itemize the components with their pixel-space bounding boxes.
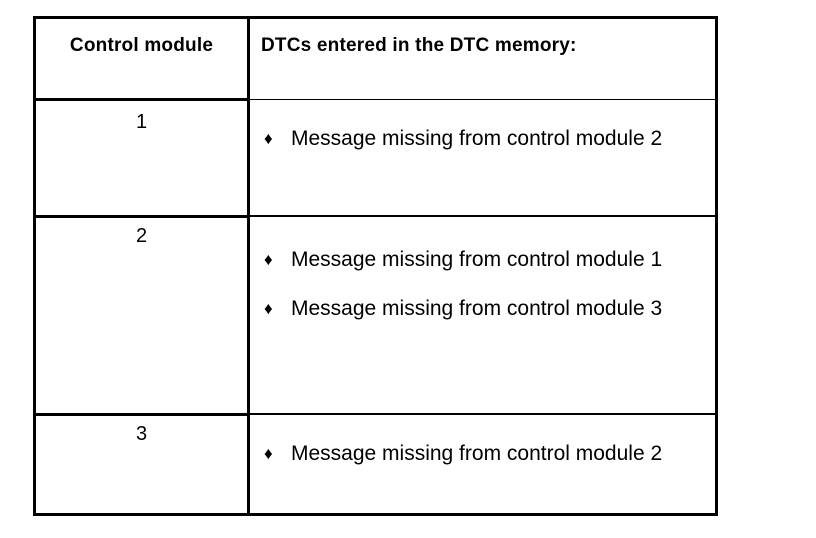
cell-dtc-list: ♦ Message missing from control module 2 — [250, 101, 715, 215]
cell-module-number: 3 — [36, 413, 247, 516]
row-rule-left — [36, 215, 247, 218]
cell-dtc-list: ♦ Message missing from control module 2 — [250, 413, 715, 516]
list-item: ♦ Message missing from control module 2 — [261, 125, 715, 152]
cell-dtc-list: ♦ Message missing from control module 1 … — [250, 215, 715, 413]
table-row: 1 ♦ Message missing from control module … — [36, 101, 715, 215]
diamond-bullet-icon: ♦ — [264, 299, 273, 318]
list-item: ♦ Message missing from control module 1 — [261, 246, 715, 273]
module-number-value: 3 — [135, 423, 148, 445]
header-label-control-module: Control module — [69, 35, 214, 56]
dtc-bullet-list: ♦ Message missing from control module 2 — [250, 101, 715, 152]
header-label-dtc-memory: DTCs entered in the DTC memory: — [261, 35, 577, 56]
table-row: 2 ♦ Message missing from control module … — [36, 215, 715, 413]
header-rule-right — [250, 99, 715, 100]
module-number-value: 1 — [135, 111, 148, 133]
header-cell-dtc-memory: DTCs entered in the DTC memory: — [250, 19, 715, 98]
list-item: ♦ Message missing from control module 3 — [261, 295, 715, 322]
row-rule-right — [250, 215, 715, 217]
table-header-row: Control module DTCs entered in the DTC m… — [36, 19, 715, 98]
diamond-bullet-icon: ♦ — [264, 250, 273, 269]
row-rule-right — [250, 413, 715, 415]
row-rule-left — [36, 413, 247, 416]
diamond-bullet-icon: ♦ — [264, 444, 273, 463]
dtc-text: Message missing from control module 2 — [291, 442, 663, 465]
table-row: 3 ♦ Message missing from control module … — [36, 413, 715, 516]
dtc-text: Message missing from control module 1 — [291, 248, 663, 271]
list-item: ♦ Message missing from control module 2 — [261, 440, 715, 467]
module-number-value: 2 — [135, 225, 148, 247]
cell-module-number: 2 — [36, 215, 247, 413]
column-divider — [247, 19, 250, 513]
dtc-text: Message missing from control module 3 — [291, 297, 663, 320]
dtc-bullet-list: ♦ Message missing from control module 1 … — [250, 215, 715, 322]
header-rule-left — [36, 98, 247, 101]
diamond-bullet-icon: ♦ — [264, 129, 273, 148]
cell-module-number: 1 — [36, 101, 247, 215]
dtc-table: Control module DTCs entered in the DTC m… — [33, 16, 718, 516]
header-cell-control-module: Control module — [36, 19, 247, 98]
dtc-text: Message missing from control module 2 — [291, 127, 663, 150]
dtc-bullet-list: ♦ Message missing from control module 2 — [250, 413, 715, 467]
